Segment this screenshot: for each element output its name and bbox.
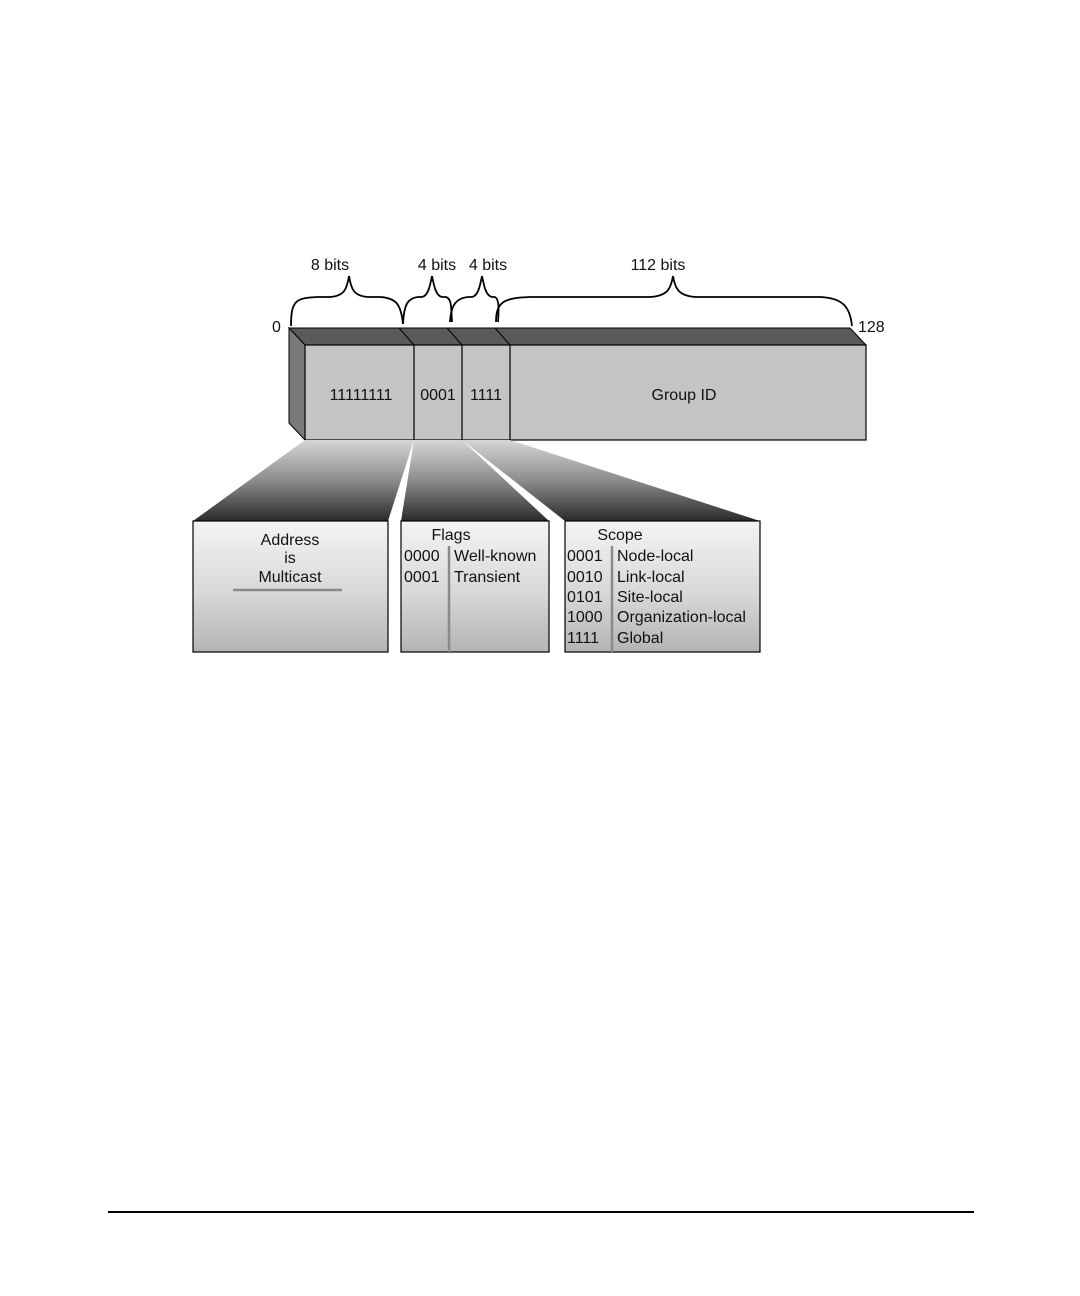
width-label-group: 112 bits bbox=[631, 257, 686, 274]
panel-address bbox=[192, 520, 389, 653]
field-group: Group ID bbox=[652, 387, 717, 404]
flags-title: Flags bbox=[431, 527, 470, 544]
scope-row-2-code: 0101 bbox=[567, 589, 603, 606]
footer-rule bbox=[108, 1211, 974, 1213]
flags-row-0-code: 0000 bbox=[404, 548, 440, 565]
scope-row-3-label: Organization-local bbox=[617, 609, 746, 626]
flags-row-1-code: 0001 bbox=[404, 569, 440, 586]
scope-row-1-code: 0010 bbox=[567, 569, 603, 586]
bit-start-label: 0 bbox=[272, 319, 281, 336]
flags-row-0-label: Well-known bbox=[454, 548, 536, 565]
bar-top-face bbox=[287, 327, 868, 346]
bar-front-face bbox=[304, 344, 867, 441]
panel-flags bbox=[400, 520, 550, 653]
fan-flags bbox=[401, 440, 549, 521]
width-label-prefix: 8 bits bbox=[311, 257, 349, 274]
address-line-2: is bbox=[284, 550, 296, 567]
scope-row-4-code: 1111 bbox=[567, 630, 599, 647]
address-bar bbox=[287, 326, 868, 442]
scope-row-4-label: Global bbox=[617, 630, 663, 647]
width-label-flags: 4 bits bbox=[418, 257, 456, 274]
scope-row-2-label: Site-local bbox=[617, 589, 683, 606]
field-flags: 0001 bbox=[420, 387, 456, 404]
fan-prefix bbox=[193, 440, 414, 521]
panel-scope bbox=[564, 520, 761, 653]
address-line-1: Address bbox=[261, 532, 320, 549]
scope-row-0-label: Node-local bbox=[617, 548, 693, 565]
flags-row-1-label: Transient bbox=[454, 569, 521, 586]
field-scope: 1111 bbox=[470, 387, 502, 404]
field-prefix: 11111111 bbox=[330, 387, 393, 404]
fan-scope bbox=[462, 440, 760, 521]
address-line-3: Multicast bbox=[258, 569, 322, 586]
width-label-scope: 4 bits bbox=[469, 257, 507, 274]
scope-row-3-code: 1000 bbox=[567, 609, 603, 626]
brace-group bbox=[495, 275, 853, 327]
brace-flags bbox=[402, 275, 453, 325]
bar-left-face bbox=[288, 326, 306, 442]
brace-prefix bbox=[290, 275, 404, 327]
bit-end-label: 128 bbox=[858, 319, 885, 336]
scope-row-1-label: Link-local bbox=[617, 569, 685, 586]
scope-row-0-code: 0001 bbox=[567, 548, 603, 565]
scope-title: Scope bbox=[597, 527, 642, 544]
brace-scope bbox=[449, 275, 500, 323]
